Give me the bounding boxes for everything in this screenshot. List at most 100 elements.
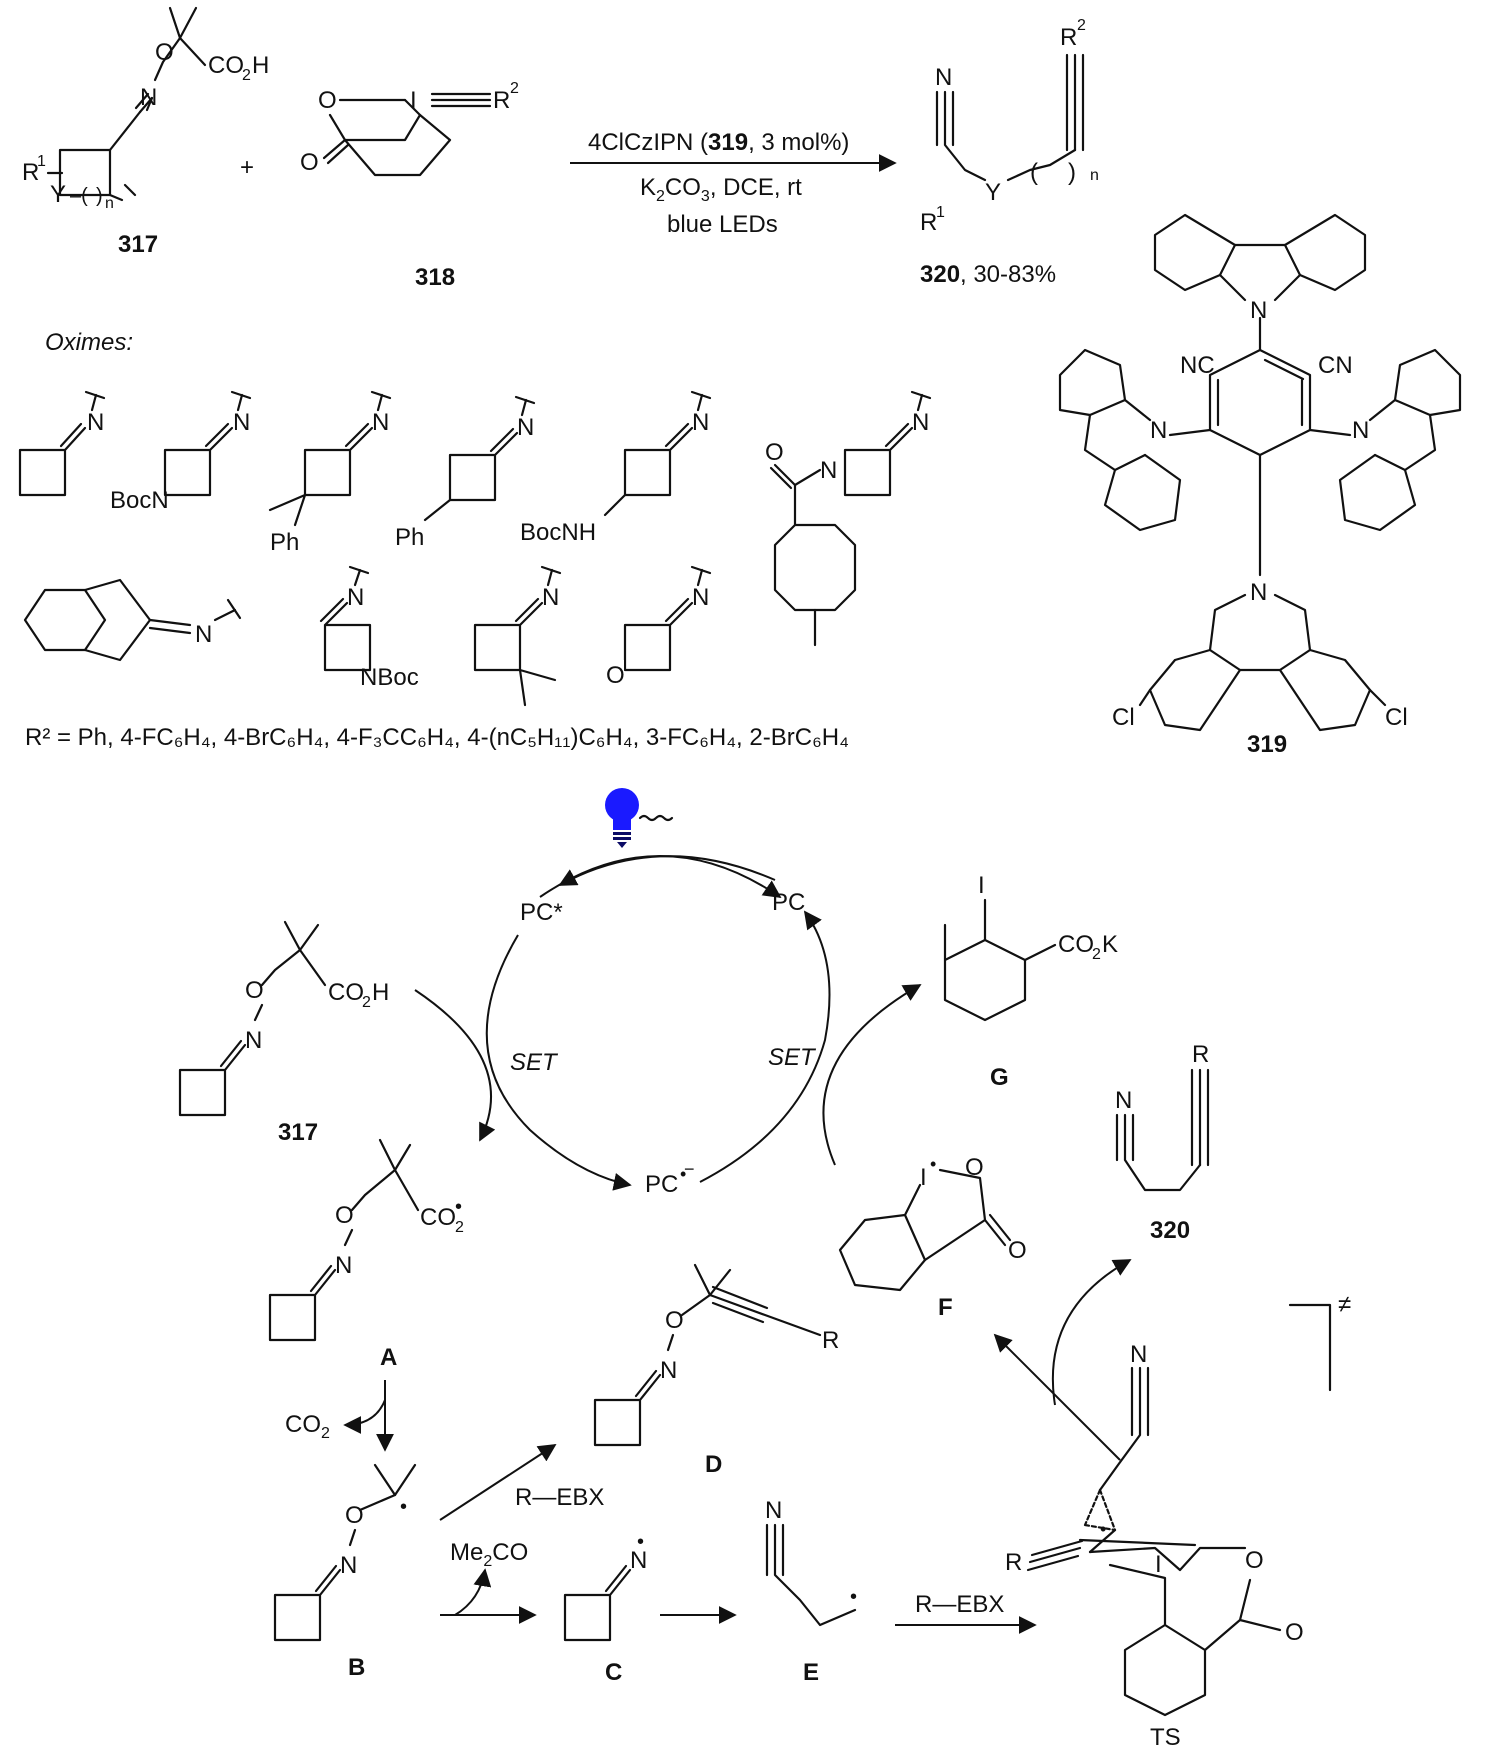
transition-state: N • I O O R ≠ TS <box>1005 1291 1351 1751</box>
svg-text:N: N <box>1150 417 1167 444</box>
svg-text:−: − <box>684 1159 695 1179</box>
oxime-row-2: N N NBoc N N O <box>23 565 712 707</box>
svg-text:R: R <box>1192 1041 1209 1068</box>
svg-text:•: • <box>680 1164 686 1184</box>
intermediate-E: N • E <box>765 1497 857 1686</box>
svg-text:N: N <box>233 409 250 436</box>
svg-text:O: O <box>335 1202 354 1229</box>
intermediate-C: N • C <box>563 1531 647 1686</box>
svg-text:N: N <box>820 457 837 484</box>
label-317-mech: 317 <box>278 1119 318 1146</box>
svg-text:N: N <box>87 409 104 436</box>
light-bulb-icon <box>605 788 674 848</box>
svg-text:I: I <box>410 87 417 114</box>
svg-text:N: N <box>347 584 364 611</box>
svg-text:N: N <box>765 1497 782 1524</box>
svg-text:2: 2 <box>362 994 371 1011</box>
svg-text:1: 1 <box>936 204 945 221</box>
svg-text:R: R <box>920 209 937 236</box>
svg-text:I: I <box>1155 1551 1162 1578</box>
svg-text:O: O <box>318 87 337 114</box>
svg-text:(: ( <box>1030 159 1038 186</box>
label-317: 317 <box>118 231 158 258</box>
acetone-byproduct: Me2CO <box>450 1539 528 1570</box>
svg-text:O: O <box>765 439 784 466</box>
catalyst-319: N NC CN N N N Cl Cl 319 <box>1058 213 1462 758</box>
svg-text:2: 2 <box>510 80 519 97</box>
label-C: C <box>605 1659 622 1686</box>
svg-text:N: N <box>1115 1087 1132 1114</box>
svg-text:4ClCzIPN (319, 3 mol%): 4ClCzIPN (319, 3 mol%) <box>588 129 849 156</box>
svg-text:CN: CN <box>1318 352 1353 379</box>
svg-text:blue LEDs: blue LEDs <box>667 211 778 238</box>
svg-text:Ph: Ph <box>395 524 424 551</box>
compound-318: O I O R 2 318 <box>300 80 519 291</box>
label-320-mech: 320 <box>1150 1217 1190 1244</box>
svg-text:CO: CO <box>420 1204 456 1231</box>
svg-text:•: • <box>637 1531 644 1553</box>
svg-text:Cl: Cl <box>1385 704 1408 731</box>
svg-text:•: • <box>455 1196 462 1218</box>
label-F: F <box>938 1294 953 1321</box>
label-318: 318 <box>415 264 455 291</box>
svg-text:NC: NC <box>1180 352 1215 379</box>
svg-text:•: • <box>400 1496 407 1518</box>
svg-text:N: N <box>692 409 709 436</box>
svg-text:•: • <box>1100 1519 1106 1539</box>
svg-text:N: N <box>195 621 212 648</box>
r-ebx-reagent-1: R—EBX <box>515 1484 604 1511</box>
svg-text:N: N <box>140 84 157 111</box>
label-A: A <box>380 1344 397 1371</box>
svg-text:R: R <box>22 159 39 186</box>
svg-text:O: O <box>606 662 625 689</box>
svg-text:BocNH: BocNH <box>520 519 596 546</box>
svg-text:, 30-83%: , 30-83% <box>960 261 1056 288</box>
svg-text:N: N <box>1250 297 1267 324</box>
svg-text:R: R <box>493 87 510 114</box>
svg-text:O: O <box>300 149 319 176</box>
svg-text:2: 2 <box>242 67 251 84</box>
label-319: 319 <box>1247 731 1287 758</box>
svg-text:O: O <box>345 1502 364 1529</box>
svg-text:2: 2 <box>455 1219 464 1236</box>
svg-text:≠: ≠ <box>1338 1291 1351 1318</box>
svg-text:N: N <box>542 584 559 611</box>
label-G: G <box>990 1064 1009 1091</box>
svg-text:N: N <box>335 1252 352 1279</box>
intermediate-F: I • O O F <box>838 1154 1027 1321</box>
svg-text:R: R <box>1005 1549 1022 1576</box>
svg-text:N: N <box>340 1552 357 1579</box>
compound-317: R 1 Y –( ) n N O CO 2 H 317 <box>22 6 269 258</box>
plus-sign: + <box>240 154 254 181</box>
svg-text:O: O <box>1008 1237 1027 1264</box>
svg-text:N: N <box>1352 417 1369 444</box>
svg-text:H: H <box>252 52 269 79</box>
svg-text:•: • <box>850 1586 857 1608</box>
set-right: SET <box>768 1044 817 1071</box>
label-320-top: 320 <box>920 261 960 288</box>
pc-excited: PC* <box>520 899 563 926</box>
label-TS: TS <box>1150 1724 1181 1751</box>
mech-compound-317: N O CO 2 H 317 <box>178 920 389 1146</box>
svg-text:1: 1 <box>37 153 46 170</box>
svg-text:N: N <box>1130 1341 1147 1368</box>
svg-text:n: n <box>1090 167 1099 184</box>
svg-text:H: H <box>372 979 389 1006</box>
svg-text:–(: –( <box>70 185 88 207</box>
r-ebx-reagent-2: R—EBX <box>915 1591 1004 1618</box>
svg-text:N: N <box>912 409 929 436</box>
r2-substituent-list: R² = Ph, 4-FC₆H₄, 4-BrC₆H₄, 4-F₃CC₆H₄, 4… <box>25 724 849 751</box>
svg-text:O: O <box>245 977 264 1004</box>
svg-text:O: O <box>965 1154 984 1181</box>
svg-text:O: O <box>155 39 174 66</box>
svg-text:BocN: BocN <box>110 487 169 514</box>
svg-text:n: n <box>105 195 114 212</box>
label-D: D <box>705 1451 722 1478</box>
svg-text:): ) <box>96 185 103 207</box>
svg-text:2: 2 <box>1092 946 1101 963</box>
intermediate-B: N O • B <box>273 1463 417 1681</box>
svg-text:K2CO3, DCE, rt: K2CO3, DCE, rt <box>640 174 802 205</box>
svg-text:O: O <box>665 1307 684 1334</box>
svg-text:•: • <box>930 1154 936 1174</box>
